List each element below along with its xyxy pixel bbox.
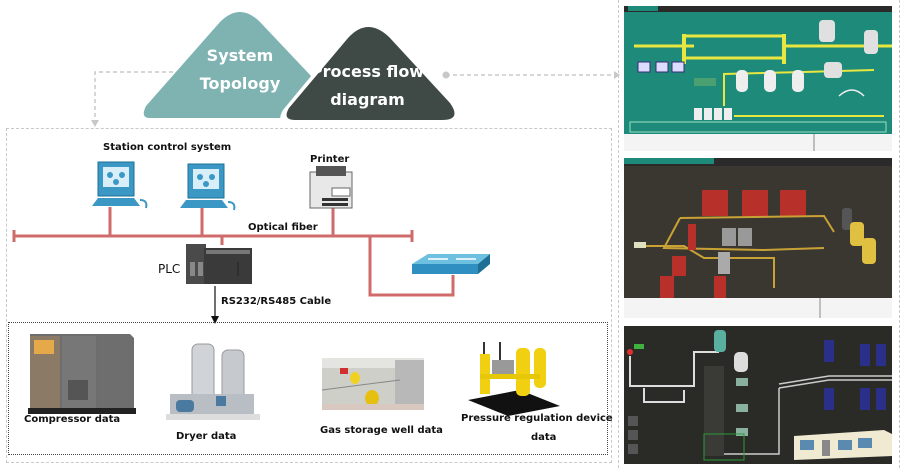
device-label-gas-storage: Gas storage well data [320,425,443,436]
optical-fiber-label: Optical fiber [248,222,318,233]
computer-icon-2 [180,163,236,211]
compressor-image [28,334,136,414]
device-label-dryer: Dryer data [176,431,237,442]
topology-connector-arrow [91,120,99,127]
rs-cable-arrow [211,316,219,324]
process-flow-screenshot [624,6,892,151]
system-topology-tab-shape [143,12,339,118]
plant-3d-view [624,158,892,318]
station-control-label: Station control system [103,142,232,153]
device-label-compressor: Compressor data [24,414,121,425]
device-label-pressure-line2: data [531,432,557,443]
tab-system-topology[interactable]: System Topology [185,42,295,98]
tab-process-flow[interactable]: Process flow diagram [300,58,435,114]
plc-icon [186,244,252,284]
cable-label: RS232/RS485 Cable [221,296,332,307]
network-switch-icon [412,254,490,274]
gas-storage-well-image [321,358,424,410]
schematic-hmi [624,326,892,464]
system-topology-line1: System [206,46,274,65]
system-topology-line2: Topology [199,74,281,93]
field-devices-panel [8,322,608,455]
process-flow-tab-shape [286,27,455,120]
pressure-regulation-image [468,342,560,416]
topology-panel [6,128,612,463]
printer-icon [309,166,353,209]
printer-label: Printer [310,154,350,165]
gas-station-schematic-screenshot [624,326,892,464]
process-flow-line1: Process flow [310,62,425,81]
field-devices-images [28,334,560,420]
process-flow-line2: diagram [330,90,405,109]
tab-shapes [143,12,461,124]
process-flow-hmi [624,6,892,151]
plc-label: PLC [158,262,181,276]
network-diagram [12,161,490,324]
dryer-image [166,343,260,420]
computer-icon-1 [92,161,148,209]
switch-link [368,236,455,297]
process-connector-arrow [614,71,620,79]
process-connector-dot [442,71,450,79]
plant-3d-model-screenshot [624,158,892,318]
device-label-pressure-line1: Pressure regulation device [461,413,613,424]
topology-connector [94,71,183,124]
